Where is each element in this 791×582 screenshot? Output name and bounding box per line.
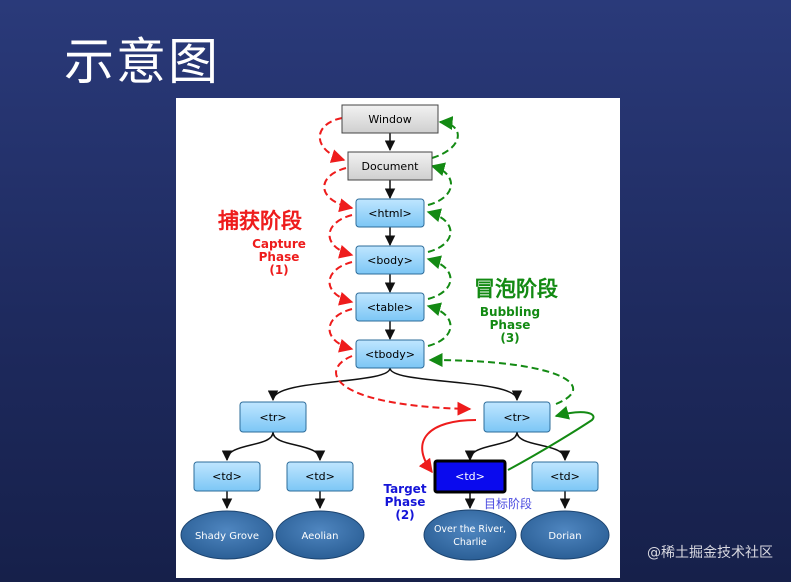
capture-phase-label: 捕获阶段 Capture Phase (1) <box>218 209 306 277</box>
node-tr-left-label: <tr> <box>259 411 286 424</box>
target-cn-label: 目标阶段 <box>484 496 532 511</box>
target-arrow <box>418 419 477 474</box>
leaf-1-label: Shady Grove <box>195 531 259 542</box>
node-table-label: <table> <box>367 301 413 314</box>
leaf-over-the-river: Over the River, Charlie <box>423 509 517 561</box>
node-window-label: Window <box>368 113 411 126</box>
node-window: Window <box>341 104 439 134</box>
node-html-label: <html> <box>368 207 412 220</box>
node-document: Document <box>347 151 433 181</box>
node-html: <html> <box>355 198 425 228</box>
watermark: @稀土掘金技术社区 <box>647 545 773 561</box>
bubble-start-arrow <box>507 405 595 471</box>
leaf-3-label-line1: Over the River, <box>434 524 506 535</box>
target-phase-label: Target Phase (2) 目标阶段 <box>383 482 532 522</box>
tree-edges <box>221 133 571 510</box>
capture-cn-label: 捕获阶段 <box>218 209 302 233</box>
node-td-4-label: <td> <box>550 470 580 483</box>
node-td-target: <td> <box>433 459 507 494</box>
node-tbody: <tbody> <box>355 339 425 369</box>
capture-en-line1: Capture <box>252 237 306 251</box>
node-tr-right: <tr> <box>483 401 551 433</box>
bubbling-en-line3: (3) <box>500 331 519 345</box>
leaf-3-label-line2: Charlie <box>453 537 487 548</box>
node-tr-right-label: <tr> <box>503 411 530 424</box>
leaf-shady-grove: Shady Grove <box>180 510 274 560</box>
node-td-1-label: <td> <box>212 470 242 483</box>
node-body: <body> <box>355 245 425 275</box>
target-en-line1: Target <box>383 482 426 496</box>
leaf-4-label: Dorian <box>548 531 581 542</box>
node-td-2: <td> <box>286 461 354 492</box>
node-td-target-label: <td> <box>455 470 485 483</box>
node-td-1: <td> <box>193 461 261 492</box>
bubbling-arrows <box>426 116 575 405</box>
leaf-2-label: Aeolian <box>302 531 339 542</box>
capture-en-line2: Phase <box>259 250 300 264</box>
bubbling-en-line1: Bubbling <box>480 305 540 319</box>
leaf-aeolian: Aeolian <box>275 510 365 560</box>
capture-arrows <box>318 117 472 416</box>
node-table: <table> <box>355 292 425 322</box>
node-tbody-label: <tbody> <box>365 348 415 361</box>
node-body-label: <body> <box>367 254 413 267</box>
node-document-label: Document <box>362 160 420 173</box>
node-td-2-label: <td> <box>305 470 335 483</box>
target-en-line3: (2) <box>395 508 414 522</box>
target-en-line2: Phase <box>385 495 426 509</box>
node-td-4: <td> <box>531 461 599 492</box>
node-tr-left: <tr> <box>239 401 307 433</box>
bubbling-phase-label: 冒泡阶段 Bubbling Phase (3) <box>474 277 558 345</box>
bubbling-cn-label: 冒泡阶段 <box>474 277 558 301</box>
capture-en-line3: (1) <box>269 263 288 277</box>
bubbling-en-line2: Phase <box>490 318 531 332</box>
slide-title: 示意图 <box>64 33 220 91</box>
leaf-dorian: Dorian <box>520 510 610 560</box>
